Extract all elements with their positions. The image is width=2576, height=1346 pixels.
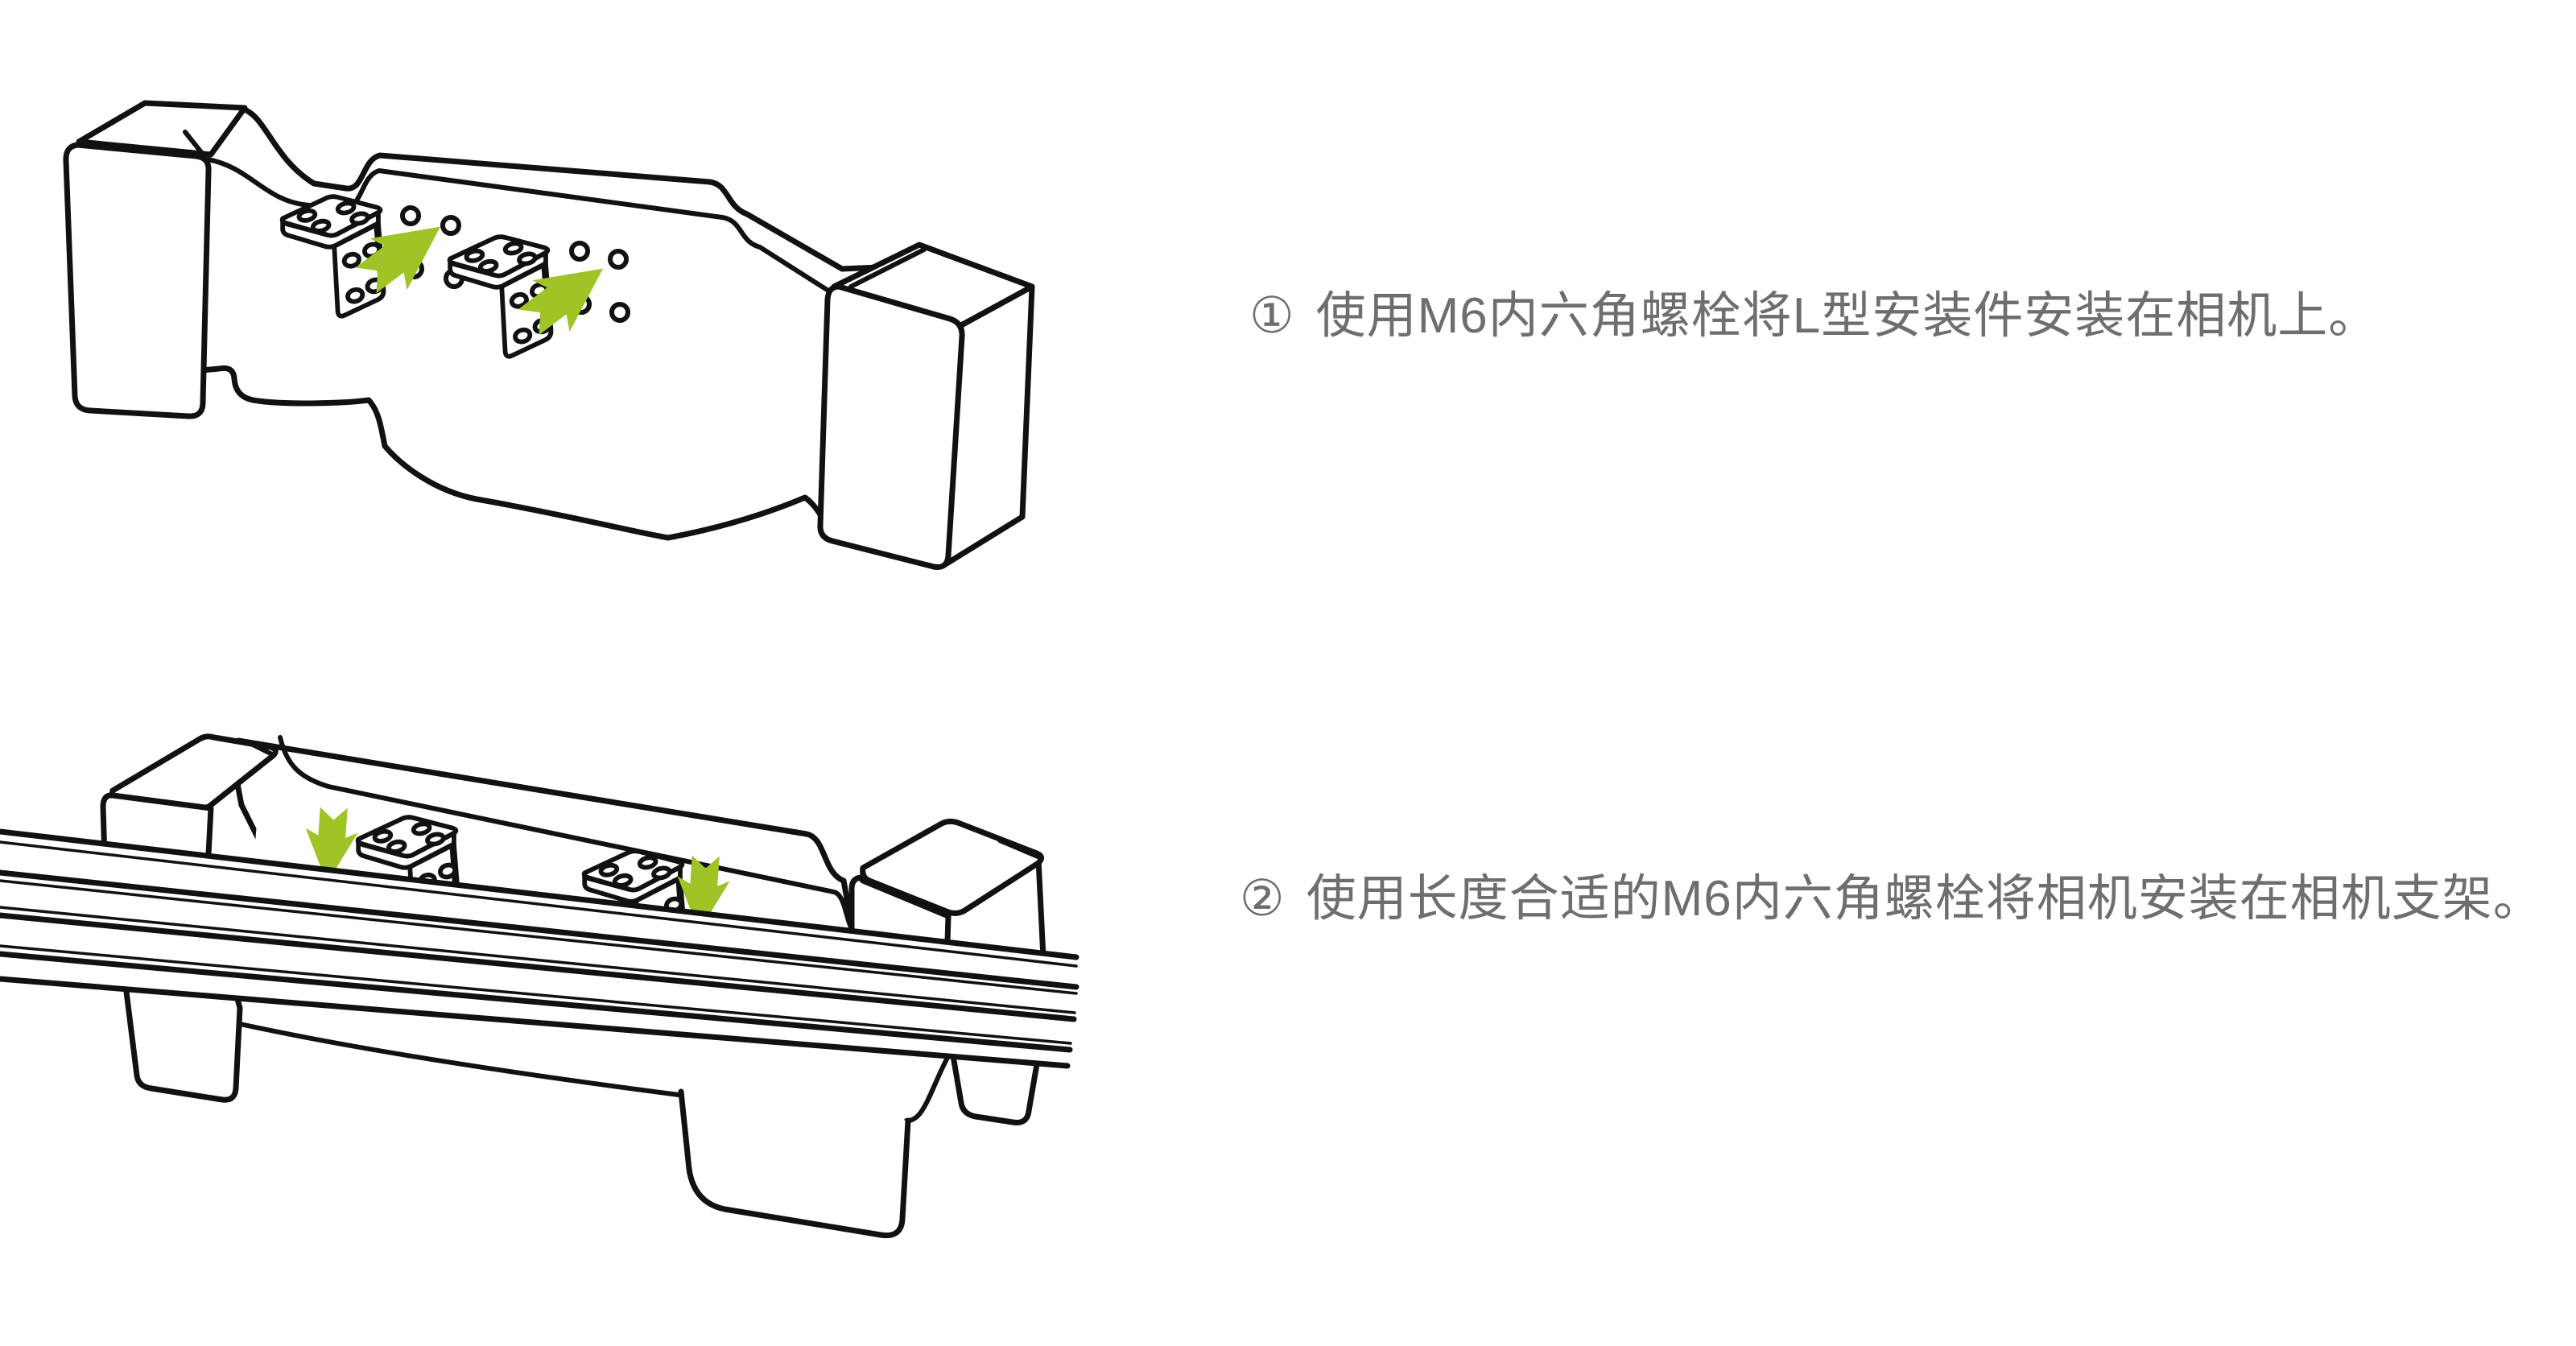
step-2-text: 使用长度合适的M6内六角螺栓将相机安装在相机支架。 xyxy=(1306,871,2544,927)
camera-left-lens-block xyxy=(63,100,248,419)
step-2-number: ② xyxy=(1240,871,1286,927)
step-2-caption: ② 使用长度合适的M6内六角螺栓将相机安装在相机支架。 xyxy=(1240,869,2544,929)
camera-support-rail xyxy=(0,828,1080,1069)
step-1-caption: ① 使用M6内六角螺栓将L型安装件安装在相机上。 xyxy=(1249,287,2379,346)
step-1-number: ① xyxy=(1249,288,1295,344)
step-1-text: 使用M6内六角螺栓将L型安装件安装在相机上。 xyxy=(1315,288,2380,344)
step2-illustration xyxy=(0,733,1080,1239)
camera-right-lens-block xyxy=(817,242,1035,570)
step1-illustration xyxy=(63,100,1035,570)
camera-feet xyxy=(122,982,1040,1239)
